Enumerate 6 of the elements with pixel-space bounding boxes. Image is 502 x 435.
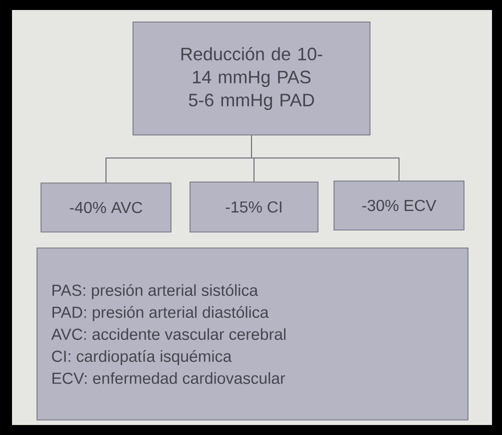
process-box: -30% ECV [334, 180, 464, 230]
connector-line [251, 134, 400, 182]
process-box: -15% CI [190, 182, 318, 232]
process-box: Reducción de 10-14 mmHg PAS 5-6 mmHg PAD [132, 22, 370, 136]
legend-box: PAS: presión arterial sistólica PAD: presión arterial diastólica AVC: accidente vascular cerebral CI: cardiopatía isquémica ECV: enfermedad cardiovascular [36, 248, 468, 420]
process-box: -40% AVC [40, 182, 172, 232]
